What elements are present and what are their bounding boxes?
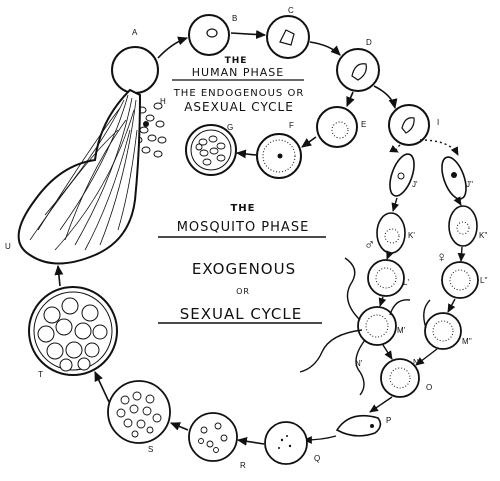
label-j2: J'' (466, 180, 474, 189)
cell-k1 (376, 212, 406, 254)
cell-s (107, 380, 171, 444)
label-o: O (426, 383, 432, 392)
cell-g (185, 124, 237, 176)
label-m1: M' (397, 326, 406, 335)
label-b: B (232, 14, 237, 23)
mosquito-arrows (303, 139, 466, 444)
cell-e (316, 106, 358, 148)
cell-c (266, 15, 310, 59)
cell-d (336, 48, 380, 92)
cell-r (188, 412, 238, 462)
cell-q (264, 421, 308, 465)
cell-o (380, 358, 420, 398)
gametocyte-j2 (441, 156, 467, 200)
label-k2: K'' (479, 231, 488, 240)
label-u: U (5, 242, 11, 251)
cell-k2 (448, 205, 478, 247)
label-k1: K' (408, 231, 415, 240)
label-f: F (289, 121, 294, 130)
label-m2: M'' (462, 337, 472, 346)
exogenous-or: OR (236, 287, 250, 296)
cell-b (188, 14, 230, 56)
cell-m1 (357, 306, 397, 346)
label-e: E (361, 120, 366, 129)
exogenous-line-1: EXOGENOUS (192, 260, 296, 278)
gametocyte-j1 (389, 153, 415, 197)
label-l1: L' (403, 278, 409, 287)
cell-l2 (441, 261, 479, 299)
cell-l1 (367, 259, 405, 297)
gland-u (17, 88, 142, 265)
cell-f (256, 133, 302, 179)
label-l2: L'' (480, 276, 488, 285)
female-symbol: ♀ (436, 249, 447, 266)
mosquito-phase-the: THE (230, 203, 255, 214)
mosquito-phase-title: MOSQUITO PHASE (177, 220, 310, 235)
return-arrows (54, 264, 265, 446)
label-j1: J' (412, 180, 418, 189)
cell-m2 (424, 312, 462, 350)
label-h: H (160, 97, 166, 106)
ookinete-p (335, 414, 382, 437)
label-i: I (437, 118, 439, 127)
cell-i (388, 104, 430, 146)
label-a: A (132, 28, 138, 37)
label-n1: N' (355, 359, 363, 368)
label-q: Q (314, 454, 320, 463)
label-r: R (240, 461, 246, 470)
label-s: S (148, 445, 153, 454)
flagella (299, 257, 431, 396)
label-d: D (366, 38, 372, 47)
human-phase-title: HUMAN PHASE (192, 66, 284, 79)
cell-t (28, 286, 118, 376)
endogenous-line-1: THE ENDOGENOUS OR (173, 88, 305, 99)
label-g: G (227, 123, 233, 132)
cell-a (111, 46, 159, 94)
endogenous-line-2: ASEXUAL CYCLE (184, 100, 294, 114)
arrow-d-to-i (373, 85, 398, 110)
label-t: T (38, 370, 43, 379)
human-phase-the: THE (225, 56, 248, 66)
exogenous-line-3: SEXUAL CYCLE (180, 305, 303, 323)
label-n2: N'' (413, 358, 422, 367)
label-p: P (386, 416, 391, 425)
male-symbol: ♂ (364, 236, 375, 253)
label-c: C (288, 6, 294, 15)
